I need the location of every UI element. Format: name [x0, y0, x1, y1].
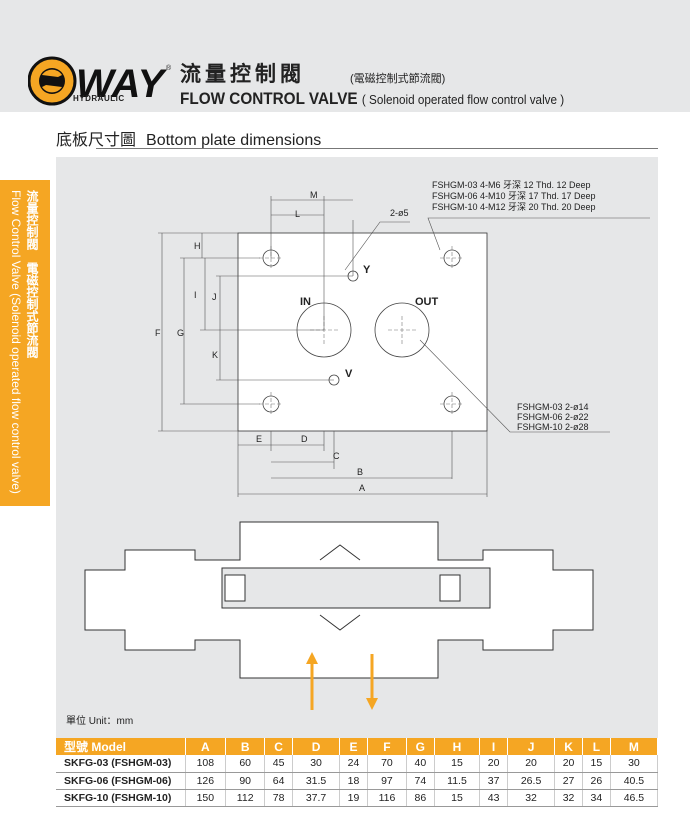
svg-text:H: H	[194, 241, 201, 251]
brand-subtitle: HYDRAULIC	[73, 94, 125, 103]
svg-text:A: A	[359, 483, 365, 493]
svg-text:G: G	[177, 328, 184, 338]
svg-text:OUT: OUT	[415, 296, 439, 308]
column-header: L	[582, 738, 611, 755]
column-header: J	[507, 738, 556, 755]
svg-text:M: M	[310, 190, 318, 200]
table-cell: 32	[554, 789, 583, 807]
table-cell: 18	[339, 772, 368, 790]
table-cell: 15	[434, 789, 481, 807]
svg-text:J: J	[212, 292, 217, 302]
table-cell: 31.5	[292, 772, 341, 790]
svg-text:E: E	[256, 434, 262, 444]
column-header: K	[554, 738, 583, 755]
svg-text:F: F	[155, 328, 161, 338]
table-cell: 64	[264, 772, 294, 790]
table-cell: 150	[185, 789, 227, 807]
table-cell: 20	[554, 755, 583, 773]
column-header: H	[434, 738, 481, 755]
table-cell: 26.5	[507, 772, 556, 790]
column-header: 型號 Model	[56, 738, 186, 755]
model-cell: SKFG-10 (FSHGM-10)	[56, 789, 186, 807]
table-cell: 30	[610, 755, 659, 773]
title-zh: 流量控制閥	[180, 63, 305, 86]
registered-mark: ®	[166, 65, 172, 72]
table-cell: 32	[507, 789, 556, 807]
table-cell: 24	[339, 755, 368, 773]
valve-cross-section	[84, 521, 594, 679]
table-cell: 37.7	[292, 789, 341, 807]
svg-text:FSHGM-10 2-ø28: FSHGM-10 2-ø28	[517, 422, 589, 432]
column-header: F	[367, 738, 407, 755]
table-cell: 90	[225, 772, 266, 790]
svg-text:FSHGM-03 4-M6 牙深 12 Thd. 12: FSHGM-03 4-M6 牙深 12 Thd. 12 Deep	[432, 180, 591, 190]
title-en: FLOW CONTROL VALVE ( Solenoid operated f…	[180, 89, 565, 108]
column-header: G	[406, 738, 435, 755]
svg-text:2-ø5: 2-ø5	[390, 208, 409, 218]
table-cell: 78	[264, 789, 294, 807]
column-header: A	[185, 738, 227, 755]
table-cell: 11.5	[434, 772, 481, 790]
svg-text:FSHGM-10 4-M12 牙深 20 Thd. 20: FSHGM-10 4-M12 牙深 20 Thd. 20 Deep	[432, 202, 596, 212]
table-cell: 20	[479, 755, 509, 773]
way-logo: WAY	[28, 56, 167, 106]
table-cell: 20	[507, 755, 556, 773]
svg-text:D: D	[301, 434, 308, 444]
table-cell: 27	[554, 772, 583, 790]
table-cell: 45	[264, 755, 294, 773]
svg-text:B: B	[357, 467, 363, 477]
svg-text:Y: Y	[363, 264, 371, 276]
title-zh-sub: (電磁控制式節流閥)	[350, 73, 446, 85]
table-cell: 70	[367, 755, 407, 773]
table-cell: 40.5	[610, 772, 659, 790]
side-tab	[0, 180, 50, 506]
table-cell: 116	[367, 789, 407, 807]
table-cell: 74	[406, 772, 435, 790]
unit-label: 單位 Unit：mm	[66, 716, 134, 727]
table-cell: 97	[367, 772, 407, 790]
divider	[96, 148, 658, 149]
svg-text:FSHGM-03 2-ø14: FSHGM-03 2-ø14	[517, 402, 589, 412]
svg-text:I: I	[194, 290, 197, 300]
table-cell: 126	[185, 772, 227, 790]
model-cell: SKFG-03 (FSHGM-03)	[56, 755, 186, 773]
table-cell: 108	[185, 755, 227, 773]
table-cell: 19	[339, 789, 368, 807]
table-cell: 30	[292, 755, 341, 773]
column-header: B	[225, 738, 266, 755]
svg-text:FSHGM-06 2-ø22: FSHGM-06 2-ø22	[517, 412, 589, 422]
table-cell: 112	[225, 789, 266, 807]
model-cell: SKFG-06 (FSHGM-06)	[56, 772, 186, 790]
column-header: D	[292, 738, 341, 755]
table-cell: 37	[479, 772, 509, 790]
header: WAY HYDRAULIC ® 流量控制閥 (電磁控制式節流閥) FLOW CO…	[0, 0, 690, 112]
svg-text:K: K	[212, 350, 218, 360]
svg-text:C: C	[333, 451, 340, 461]
svg-text:WAY: WAY	[76, 62, 167, 106]
table-cell: 43	[479, 789, 509, 807]
column-header: C	[264, 738, 294, 755]
svg-text:FSHGM-06 4-M10 牙深 17 Thd. 17: FSHGM-06 4-M10 牙深 17 Thd. 17 Deep	[432, 191, 596, 201]
column-header: I	[479, 738, 509, 755]
svg-text:IN: IN	[300, 296, 311, 308]
table-cell: 46.5	[610, 789, 659, 807]
table-cell: 40	[406, 755, 435, 773]
column-header: E	[339, 738, 368, 755]
svg-text:L: L	[295, 209, 300, 219]
table-cell: 15	[582, 755, 611, 773]
column-header: M	[610, 738, 659, 755]
table-cell: 26	[582, 772, 611, 790]
table-cell: 60	[225, 755, 266, 773]
table-cell: 86	[406, 789, 435, 807]
table-cell: 34	[582, 789, 611, 807]
table-cell: 15	[434, 755, 481, 773]
svg-text:V: V	[345, 368, 353, 380]
